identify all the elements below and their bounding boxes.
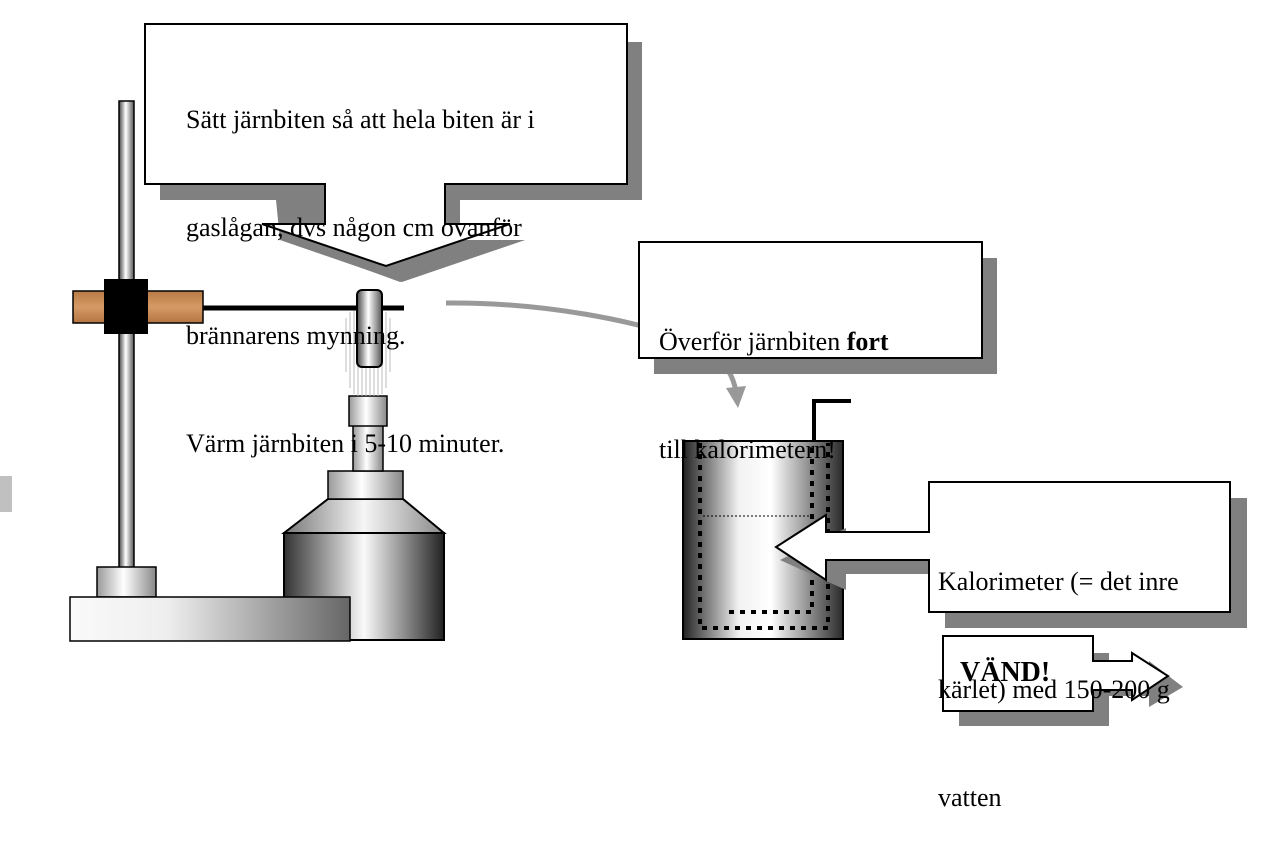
turn-page-arrow[interactable]: [942, 635, 1183, 726]
stand-foot: [96, 566, 157, 598]
ring-stand: [96, 100, 157, 598]
burner-body: [283, 532, 445, 641]
heat-line-3: brännarens mynning.: [186, 321, 406, 350]
clamp-block: [104, 279, 148, 334]
transfer-line-1: Överför järnbiten fort: [659, 324, 889, 360]
calorimeter-line-2: kärlet) med 150-200 g: [938, 675, 1170, 704]
stand-base-plate: [69, 596, 351, 642]
heat-callout: [144, 23, 642, 282]
heat-line-4: Värm järnbiten i 5-10 minuter.: [186, 429, 505, 458]
gas-burner: [281, 395, 447, 641]
page-edge-marker: [0, 476, 12, 512]
stand-rod: [118, 100, 135, 572]
transfer-callout-text: Överför järnbiten fort till kalorimetern…: [659, 252, 889, 504]
iron-piece: [356, 289, 383, 368]
diagram-canvas: [0, 23, 1247, 726]
flow-arrowhead: [726, 386, 746, 408]
transfer-emphasis: fort: [846, 327, 889, 356]
clamp-assembly: [72, 279, 404, 368]
burner-cone: [281, 498, 447, 534]
turn-page-label[interactable]: VÄND!: [960, 657, 1051, 688]
calorimeter-callout-box: [774, 481, 1231, 613]
burner-mouth: [348, 395, 388, 427]
calorimeter-callout: [774, 481, 1247, 628]
thermometer: [812, 399, 851, 441]
heat-callout-box: [144, 23, 628, 268]
calorimeter-inner-wall: [698, 443, 830, 630]
turn-arrow-box: [942, 635, 1170, 712]
transfer-line-1-prefix: Överför järnbiten: [659, 327, 847, 356]
calorimeter-line-3: vatten: [938, 783, 1002, 812]
transfer-callout: [638, 241, 997, 374]
heat-line-1: Sätt järnbiten så att hela biten är i: [186, 105, 535, 134]
transfer-callout-box: [638, 241, 983, 359]
burner-tube: [352, 424, 384, 472]
heat-line-2: gaslågan, dvs någon cm ovanför: [186, 213, 522, 242]
transfer-line-2: till kalorimetern!: [659, 435, 836, 464]
heat-callout-text: Sätt järnbiten så att hela biten är i ga…: [186, 30, 535, 498]
calorimeter-line-1: Kalorimeter (= det inre: [938, 567, 1179, 596]
